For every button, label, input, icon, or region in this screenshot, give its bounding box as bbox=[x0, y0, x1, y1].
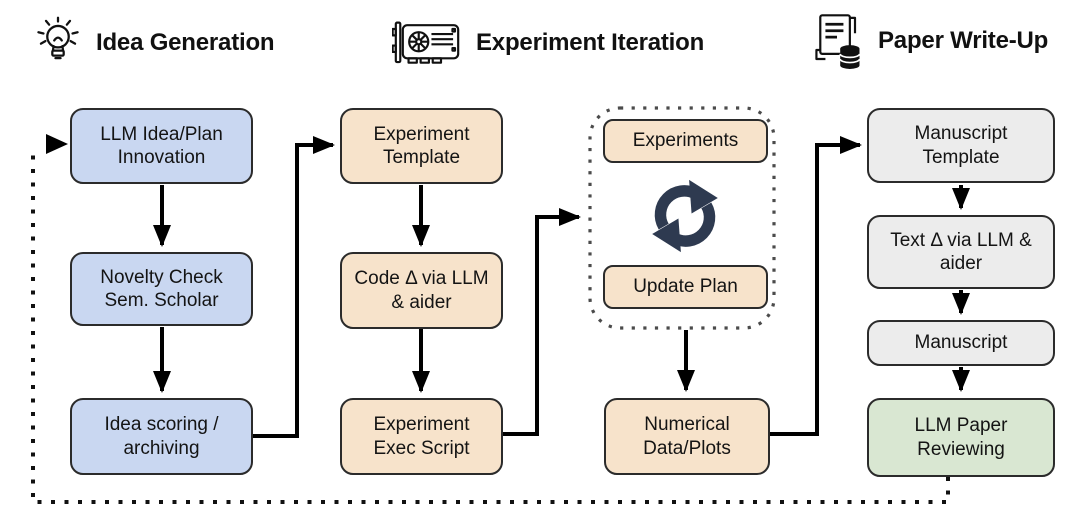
idea-scoring-archiving-box: Idea scoring / archiving bbox=[70, 398, 253, 475]
phase-label: Experiment Iteration bbox=[476, 29, 705, 56]
manuscript-box: Manuscript bbox=[867, 320, 1055, 366]
box-label: Numerical Data/Plots bbox=[643, 414, 731, 459]
cycle-arrows-icon bbox=[652, 179, 718, 253]
code-delta-box: Code Δ via LLM & aider bbox=[340, 252, 503, 329]
arrow-exec-to-loop bbox=[503, 208, 581, 436]
box-label: Experiments bbox=[632, 130, 739, 152]
box-label: Manuscript Template bbox=[914, 123, 1008, 168]
novelty-check-box: Novelty Check Sem. Scholar bbox=[70, 252, 253, 326]
box-label: LLM Idea/Plan Innovation bbox=[100, 123, 223, 168]
phase-header-idea-generation: Idea Generation bbox=[34, 12, 275, 74]
box-label: Novelty Check Sem. Scholar bbox=[100, 266, 223, 311]
lightbulb-icon bbox=[37, 16, 79, 60]
paper-stack-icon bbox=[815, 14, 861, 69]
gpu-icon bbox=[392, 21, 460, 64]
phase-header-paper-write-up: Paper Write-Up bbox=[810, 10, 1048, 72]
box-label: Experiment Template bbox=[373, 123, 470, 168]
manuscript-template-box: Manuscript Template bbox=[867, 108, 1055, 183]
experiment-template-box: Experiment Template bbox=[340, 108, 503, 184]
database-icon bbox=[839, 45, 861, 69]
box-label: Manuscript bbox=[914, 332, 1008, 354]
box-label: Update Plan bbox=[633, 276, 738, 298]
arrow-numerical-to-manuscript-template bbox=[770, 136, 862, 436]
update-plan-box: Update Plan bbox=[603, 265, 768, 309]
box-label: Text Δ via LLM & aider bbox=[890, 229, 1032, 274]
llm-paper-reviewing-box: LLM Paper Reviewing bbox=[867, 398, 1055, 477]
phase-label: Idea Generation bbox=[96, 29, 275, 56]
box-label: Code Δ via LLM & aider bbox=[354, 268, 489, 313]
experiment-exec-script-box: Experiment Exec Script bbox=[340, 398, 503, 475]
text-delta-box: Text Δ via LLM & aider bbox=[867, 215, 1055, 289]
llm-idea-plan-innovation-box: LLM Idea/Plan Innovation bbox=[70, 108, 253, 184]
phase-header-experiment-iteration: Experiment Iteration bbox=[392, 12, 704, 74]
box-label: Idea scoring / archiving bbox=[104, 414, 219, 459]
experiment-loop-frame bbox=[588, 106, 776, 330]
phase-label: Paper Write-Up bbox=[878, 27, 1049, 54]
numerical-data-plots-box: Numerical Data/Plots bbox=[604, 398, 770, 475]
box-label: LLM Paper Reviewing bbox=[914, 415, 1008, 460]
box-label: Experiment Exec Script bbox=[373, 414, 470, 459]
arrow-scoring-to-template bbox=[253, 136, 335, 438]
feedback-arrowhead-icon bbox=[46, 134, 68, 154]
experiments-box: Experiments bbox=[603, 119, 768, 163]
